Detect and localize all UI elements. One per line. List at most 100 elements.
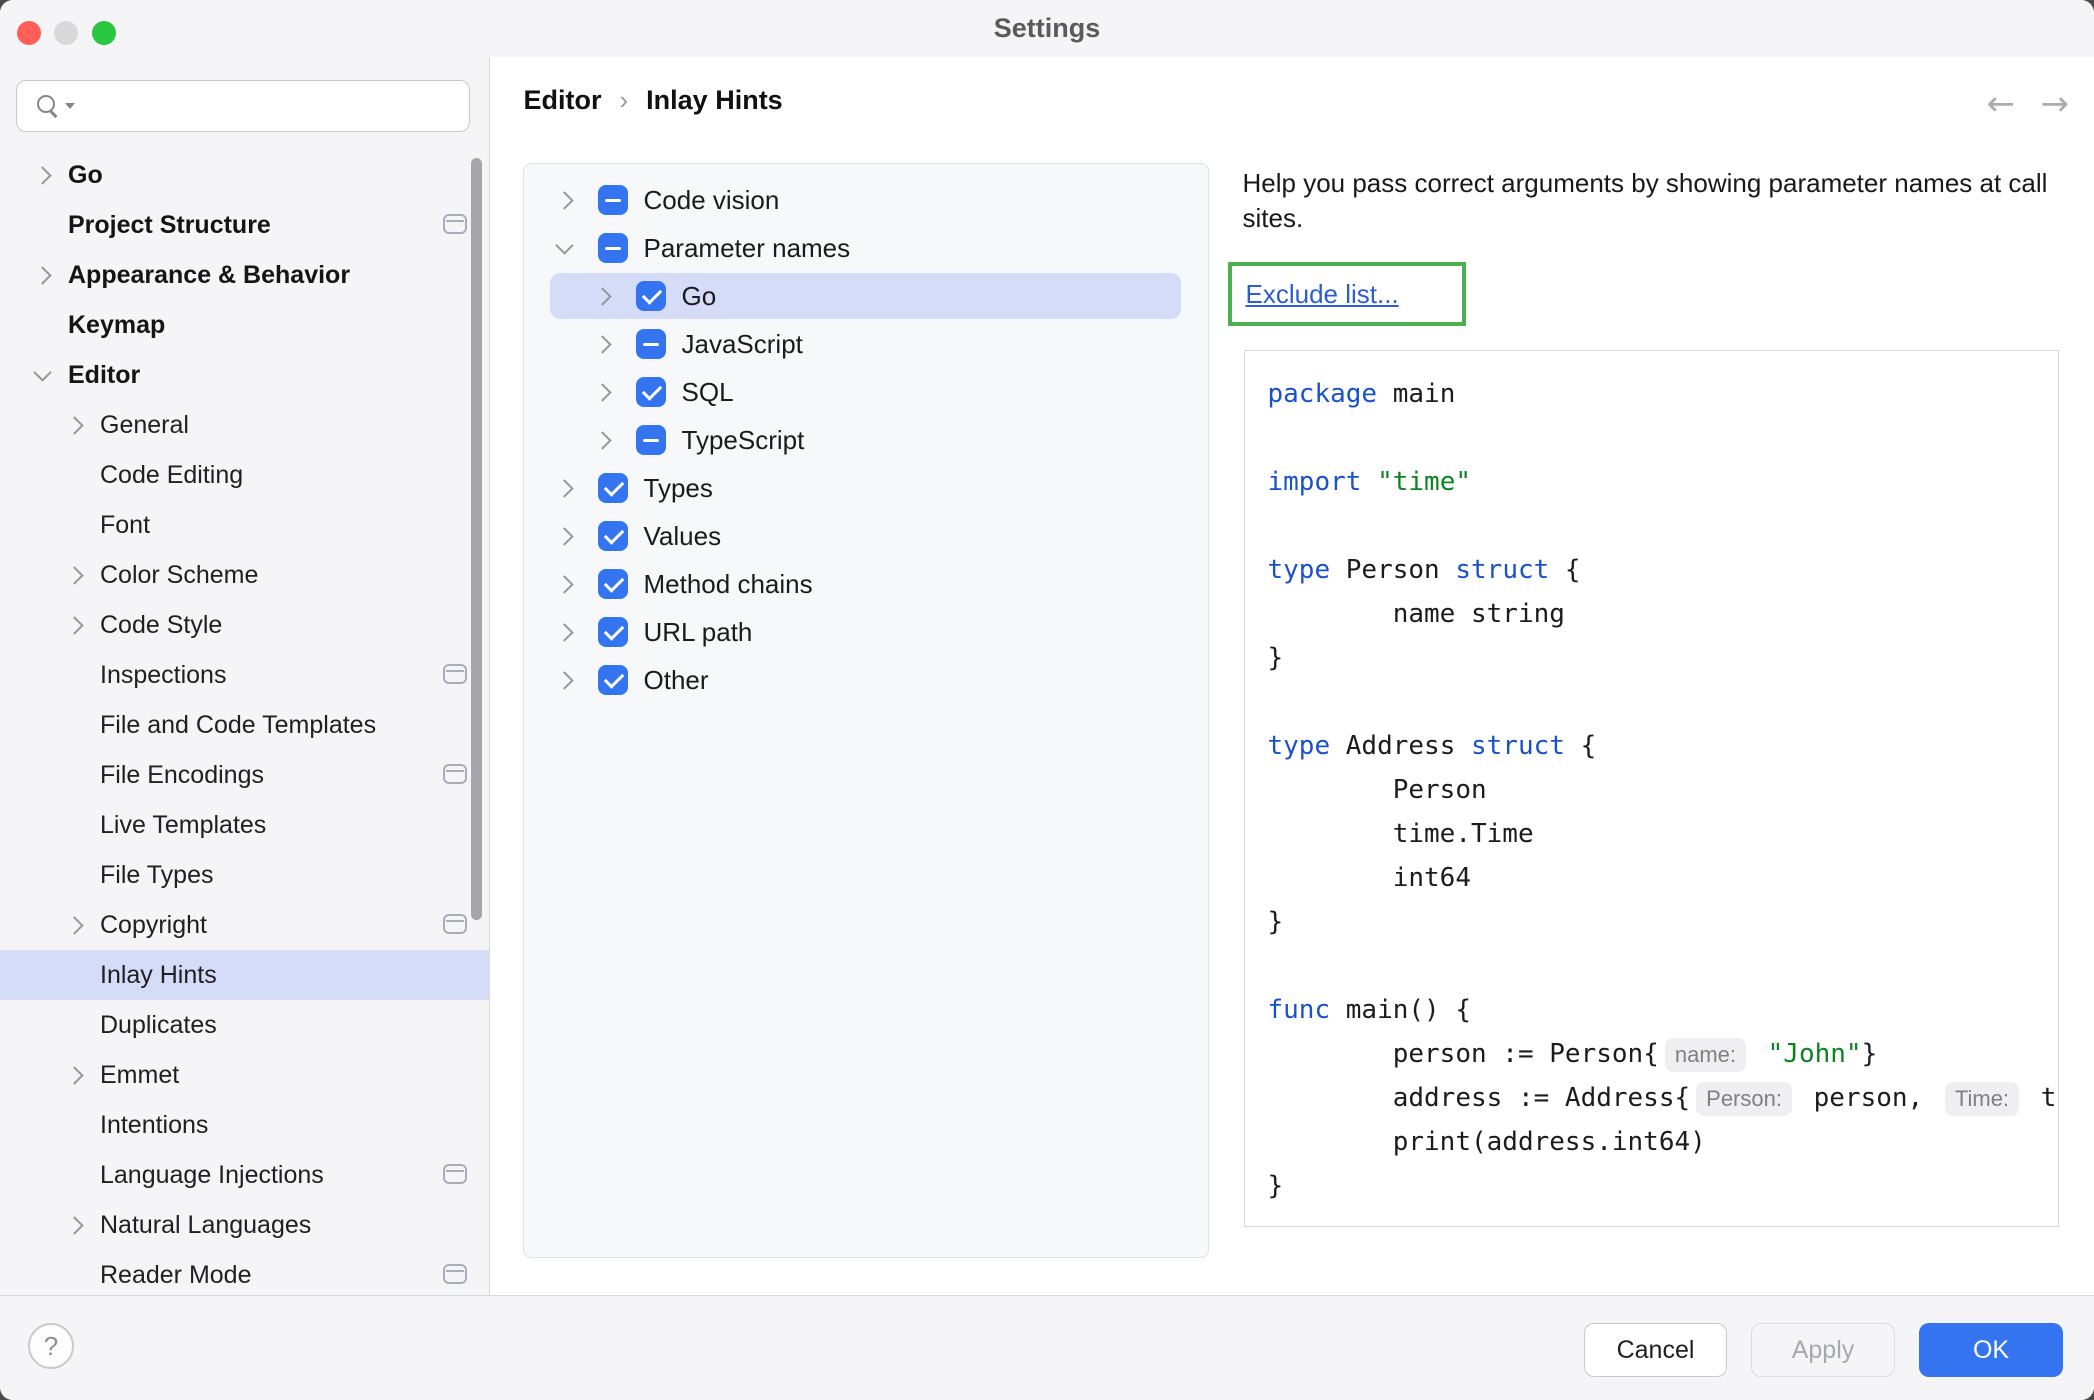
close-button[interactable]	[17, 21, 41, 45]
chevron-down-icon[interactable]	[554, 236, 574, 255]
checkbox-types-checked[interactable]	[597, 473, 628, 503]
checkbox-javascript-partial[interactable]	[635, 329, 666, 359]
chevron-right-icon[interactable]	[554, 670, 574, 690]
checkbox-parameter-names-partial[interactable]	[597, 233, 628, 263]
sidebar-item-label: Color Scheme	[100, 560, 259, 589]
chevron-right-icon[interactable]	[65, 415, 84, 435]
tree-item-label: SQL	[681, 376, 734, 407]
chevron-right-icon[interactable]	[592, 334, 612, 354]
checkbox-values-checked[interactable]	[597, 521, 628, 551]
checkbox-sql-checked[interactable]	[635, 377, 666, 407]
sidebar-item-reader-mode[interactable]: Reader Mode	[0, 1250, 489, 1295]
chevron-right-icon[interactable]	[33, 265, 52, 285]
tree-item-go[interactable]: Go	[524, 272, 1208, 320]
sidebar-item-keymap[interactable]: Keymap	[0, 300, 489, 350]
code-line: name string	[1268, 592, 2058, 636]
sidebar-item-inspections[interactable]: Inspections	[0, 650, 489, 700]
inlay-hint-pill: name:	[1664, 1037, 1746, 1072]
apply-button[interactable]: Apply	[1751, 1323, 1895, 1377]
tree-item-code-vision[interactable]: Code vision	[524, 176, 1208, 224]
sidebar-item-label: Reader Mode	[100, 1260, 252, 1289]
chevron-right-icon[interactable]	[592, 382, 612, 402]
chevron-right-icon[interactable]	[554, 190, 574, 210]
sidebar-item-label: Emmet	[100, 1060, 180, 1089]
chevron-slot	[554, 526, 598, 546]
search-input[interactable]	[75, 81, 469, 131]
tree-item-parameter-names[interactable]: Parameter names	[524, 224, 1208, 272]
forward-arrow-icon[interactable]: →	[2040, 84, 2070, 124]
tree-item-typescript[interactable]: TypeScript	[524, 416, 1208, 464]
chevron-right-icon[interactable]	[65, 565, 84, 585]
ok-button[interactable]: OK	[1919, 1323, 2063, 1377]
minimize-button[interactable]	[54, 21, 78, 45]
code-token: struct	[1471, 731, 1565, 761]
sidebar-item-emmet[interactable]: Emmet	[0, 1050, 489, 1100]
checkbox-code-vision-partial[interactable]	[597, 185, 628, 215]
sidebar-item-intentions[interactable]: Intentions	[0, 1100, 489, 1150]
tree-item-types[interactable]: Types	[524, 464, 1208, 512]
sidebar-item-color-scheme[interactable]: Color Scheme	[0, 550, 489, 600]
chevron-right-icon[interactable]	[65, 615, 84, 635]
sidebar-item-file-types[interactable]: File Types	[0, 850, 489, 900]
chevron-down-icon[interactable]	[33, 363, 52, 382]
sidebar-item-font[interactable]: Font	[0, 500, 489, 550]
sidebar-item-copyright[interactable]: Copyright	[0, 900, 489, 950]
checkbox-typescript-partial[interactable]	[635, 425, 666, 455]
zoom-button[interactable]	[92, 21, 116, 45]
settings-search[interactable]	[16, 80, 470, 132]
code-line	[1268, 416, 2058, 460]
checkbox-method-chains-checked[interactable]	[597, 569, 628, 599]
chevron-right-icon[interactable]	[65, 915, 84, 935]
cancel-button[interactable]: Cancel	[1584, 1323, 1727, 1377]
sidebar-item-file-and-code-templates[interactable]: File and Code Templates	[0, 700, 489, 750]
search-history-caret-icon[interactable]	[65, 103, 75, 109]
tree-item-other[interactable]: Other	[524, 656, 1208, 704]
sidebar-item-editor[interactable]: Editor	[0, 350, 489, 400]
sidebar-item-project-structure[interactable]: Project Structure	[0, 200, 489, 250]
tree-item-sql[interactable]: SQL	[524, 368, 1208, 416]
code-line: person := Person{name: "John"}	[1268, 1032, 2058, 1076]
chevron-right-icon[interactable]	[65, 1065, 84, 1085]
titlebar: Settings	[0, 0, 2094, 57]
tree-item-javascript[interactable]: JavaScript	[524, 320, 1208, 368]
sidebar-scrollbar-thumb[interactable]	[471, 158, 482, 920]
tree-item-url-path[interactable]: URL path	[524, 608, 1208, 656]
chevron-right-icon[interactable]	[554, 622, 574, 642]
tree-item-method-chains[interactable]: Method chains	[524, 560, 1208, 608]
breadcrumb-editor[interactable]: Editor	[523, 85, 602, 115]
window-icon	[443, 1264, 467, 1284]
sidebar-item-appearance-behavior[interactable]: Appearance & Behavior	[0, 250, 489, 300]
help-button[interactable]: ?	[28, 1323, 74, 1369]
tree-item-values[interactable]: Values	[524, 512, 1208, 560]
checkbox-url-path-checked[interactable]	[597, 617, 628, 647]
back-arrow-icon[interactable]: ←	[1986, 84, 2016, 124]
sidebar-item-code-editing[interactable]: Code Editing	[0, 450, 489, 500]
sidebar-item-inlay-hints[interactable]: Inlay Hints	[0, 950, 489, 1000]
sidebar-item-general[interactable]: General	[0, 400, 489, 450]
chevron-right-icon[interactable]	[554, 478, 574, 498]
chevron-right-icon[interactable]	[65, 1215, 84, 1235]
code-token: }	[1267, 1171, 1284, 1201]
chevron-right-icon[interactable]	[33, 165, 52, 185]
code-token: type	[1267, 731, 1331, 761]
chevron-right-icon[interactable]	[554, 526, 574, 546]
sidebar-item-language-injections[interactable]: Language Injections	[0, 1150, 489, 1200]
exclude-list-link[interactable]: Exclude list...	[1245, 278, 1399, 309]
footer: ? Cancel Apply OK	[0, 1295, 2094, 1400]
sidebar-item-go[interactable]: Go	[0, 150, 489, 200]
checkbox-other-checked[interactable]	[597, 665, 628, 695]
chevron-slot	[554, 236, 598, 255]
sidebar-item-natural-languages[interactable]: Natural Languages	[0, 1200, 489, 1250]
sidebar-item-duplicates[interactable]: Duplicates	[0, 1000, 489, 1050]
chevron-right-icon[interactable]	[592, 430, 612, 450]
chevron-right-icon[interactable]	[592, 286, 612, 306]
checkbox-go-checked[interactable]	[635, 281, 666, 311]
chevron-right-icon[interactable]	[554, 574, 574, 594]
code-token: "John"	[1767, 1039, 1862, 1069]
code-token: time.Now()}	[2040, 1083, 2058, 1113]
sidebar-item-live-templates[interactable]: Live Templates	[0, 800, 489, 850]
sidebar-item-code-style[interactable]: Code Style	[0, 600, 489, 650]
tree-item-label: Values	[643, 520, 722, 551]
sidebar-item-file-encodings[interactable]: File Encodings	[0, 750, 489, 800]
sidebar-item-label: Intentions	[100, 1110, 209, 1139]
